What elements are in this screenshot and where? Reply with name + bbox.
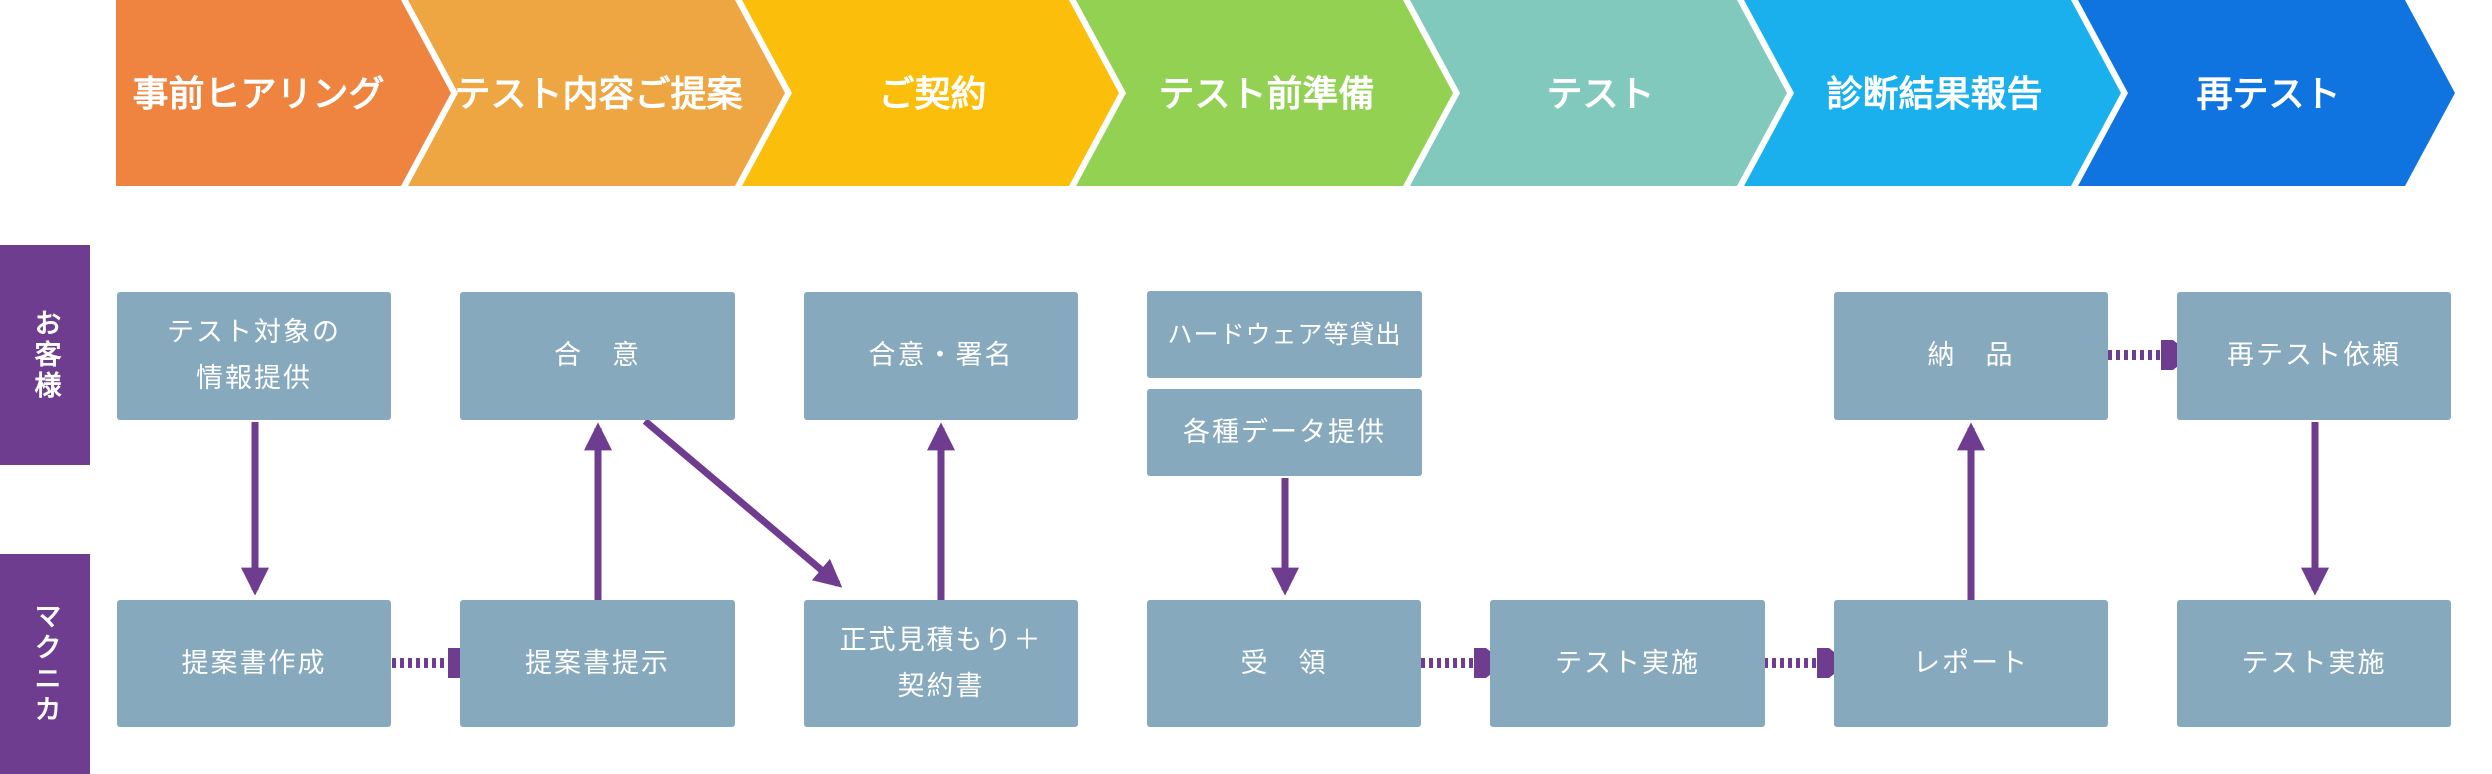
lane-customer: お客様	[0, 245, 90, 465]
arrow-delivery-to-request-head	[2161, 340, 2192, 370]
node-proposal-present: 提案書提示	[460, 600, 735, 727]
node-data-provision: 各種データ提供	[1147, 389, 1422, 476]
phase-label-6: 診断結果報告	[1826, 74, 2042, 115]
phase-chevron-7	[2078, 0, 2455, 186]
phase-label-5: テスト	[1546, 74, 1654, 115]
node-retest-request: 再テスト依頼	[2177, 292, 2451, 420]
node-receipt: 受 領	[1147, 600, 1421, 727]
phase-label-1: 事前ヒアリング	[132, 74, 384, 115]
node-test-target-info: テスト対象の 情報提供	[117, 292, 391, 420]
phase-label-7: 再テスト	[2196, 74, 2340, 115]
phase-chevron-1	[116, 0, 451, 186]
phase-label-2: テスト内容ご提案	[454, 74, 743, 115]
arrow-receipt-to-test-head	[1474, 648, 1505, 678]
phase-chevron-4	[1076, 0, 1453, 186]
lane-customer-label: お客様	[29, 308, 61, 402]
arrow-agree-to-quote	[642, 418, 843, 588]
node-report: レポート	[1834, 600, 2108, 727]
lane-makunika: マクニカ	[0, 554, 90, 774]
phase-label-4: テスト前準備	[1158, 74, 1374, 115]
arrow-test-to-report-head	[1817, 648, 1848, 678]
phase-chevron-3	[742, 0, 1119, 186]
phase-label-3: ご契約	[878, 74, 986, 115]
node-delivery: 納 品	[1834, 292, 2108, 420]
phase-band: 事前ヒアリング テスト内容ご提案 ご契約 テスト前準備 テスト 診断結果報告 再テスト	[116, 0, 2455, 186]
node-agree-sign: 合意・署名	[804, 292, 1078, 420]
phase-chevron-2	[408, 0, 785, 186]
node-proposal-create: 提案書作成	[117, 600, 391, 727]
node-agree: 合 意	[460, 292, 735, 420]
node-test-exec: テスト実施	[1490, 600, 1765, 727]
node-quote-contract: 正式見積もり＋ 契約書	[804, 600, 1078, 727]
flow-arrows	[241, 340, 2329, 678]
node-hardware-lending: ハードウェア等貸出	[1147, 291, 1422, 378]
node-test-exec-2: テスト実施	[2177, 600, 2451, 727]
phase-chevron-6	[1744, 0, 2121, 186]
phase-chevron-5	[1410, 0, 1787, 186]
lane-makunika-label: マクニカ	[29, 602, 61, 726]
